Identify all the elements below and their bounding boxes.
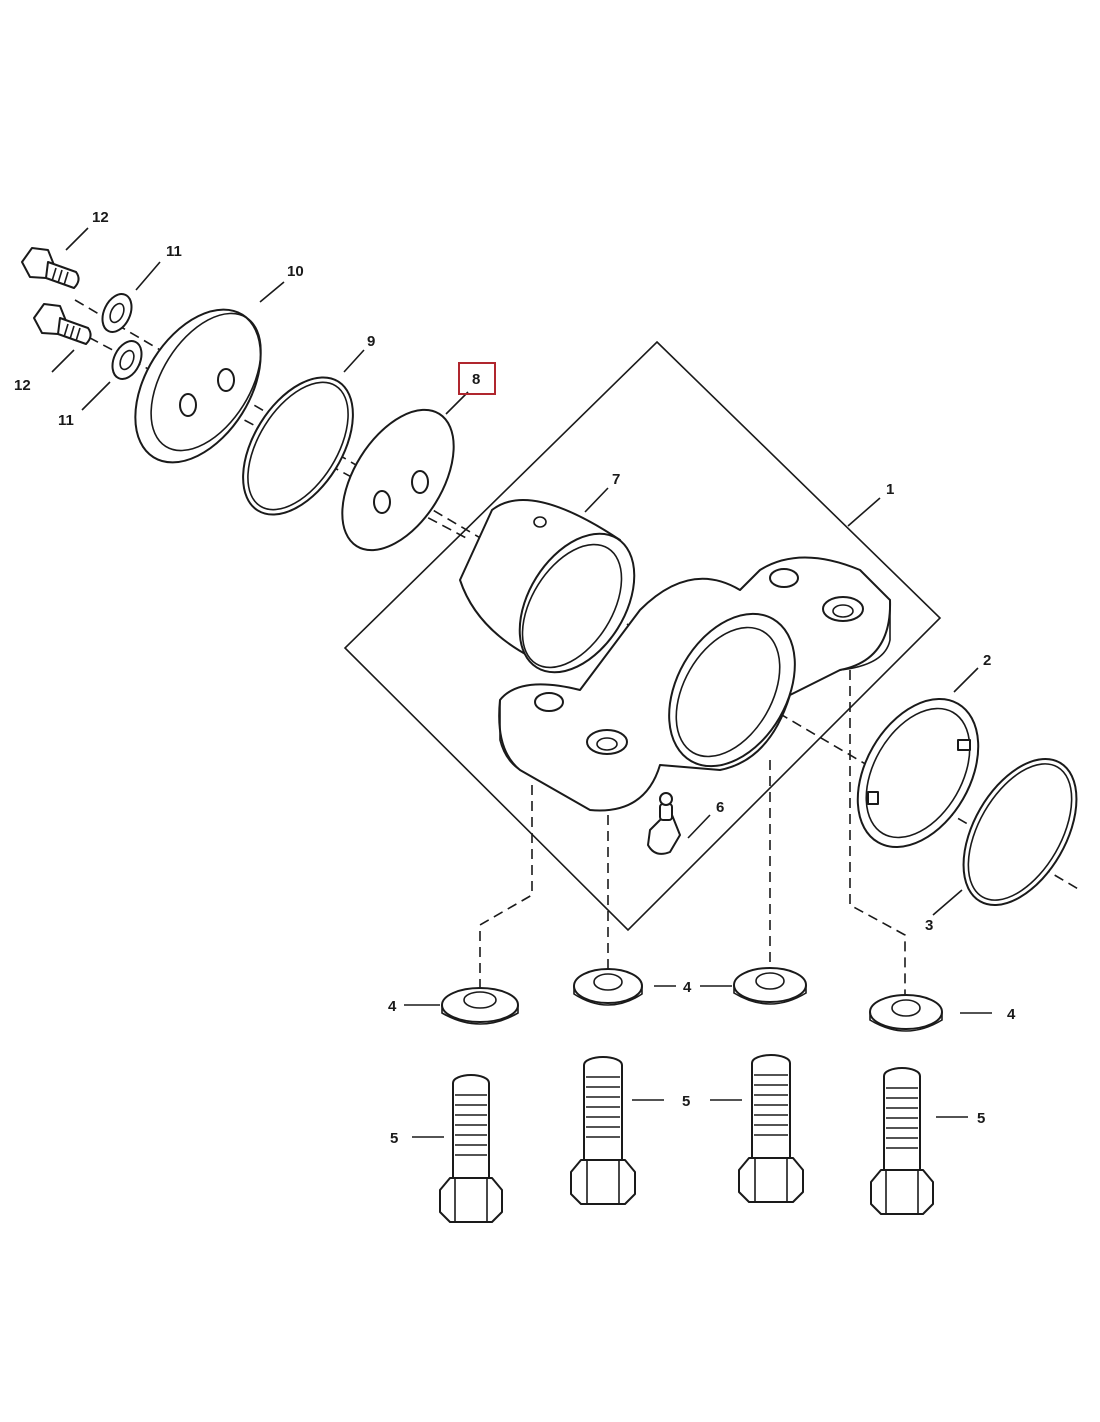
bushing-7 — [459, 499, 636, 674]
callout-12-lower: 12 — [14, 377, 31, 394]
highlight-box-8 — [458, 362, 496, 395]
callout-4-c: 4 — [1007, 1006, 1016, 1023]
callout-4-b: 4 — [683, 979, 692, 996]
bolt-5-a — [439, 1074, 503, 1223]
callout-8: 8 — [472, 371, 480, 388]
callout-2: 2 — [983, 652, 991, 669]
grease-fitting-6 — [647, 792, 681, 855]
washer-11-lower — [111, 340, 143, 380]
washer-4-d — [869, 994, 943, 1032]
callout-10: 10 — [287, 263, 304, 280]
bolt-12-lower — [33, 303, 92, 345]
callout-3: 3 — [925, 917, 933, 934]
callout-labels: 12 12 11 11 10 9 8 7 1 2 3 6 4 4 4 5 5 5 — [14, 209, 1016, 1147]
snap-ring-3 — [962, 758, 1078, 906]
washer-4-a — [441, 987, 519, 1025]
callout-7: 7 — [612, 471, 620, 488]
callout-12-upper: 12 — [92, 209, 109, 226]
shim-8 — [341, 408, 455, 552]
callout-5-c: 5 — [977, 1110, 985, 1127]
callout-6: 6 — [716, 799, 724, 816]
bolt-5-c — [738, 1054, 804, 1203]
kit-boundary-1 — [343, 340, 942, 932]
o-ring-9 — [242, 376, 354, 516]
callout-1: 1 — [886, 481, 894, 498]
cap-plate-10 — [134, 308, 262, 464]
callout-5-b: 5 — [682, 1093, 690, 1110]
callout-5-a: 5 — [390, 1130, 398, 1147]
callout-4-a: 4 — [388, 998, 397, 1015]
pivot-housing-1 — [498, 556, 892, 812]
bolt-5-d — [870, 1067, 934, 1215]
callout-11-upper: 11 — [166, 243, 182, 260]
washer-11-upper — [101, 293, 133, 333]
bolt-5-b — [570, 1056, 636, 1205]
washer-4-c — [733, 967, 807, 1005]
bolt-12-upper — [21, 247, 80, 289]
thrust-washer-2 — [856, 698, 980, 848]
washer-4-b — [573, 968, 643, 1006]
leader-lines — [51, 227, 992, 1138]
callout-11-lower: 11 — [58, 412, 74, 429]
callout-9: 9 — [367, 333, 375, 350]
